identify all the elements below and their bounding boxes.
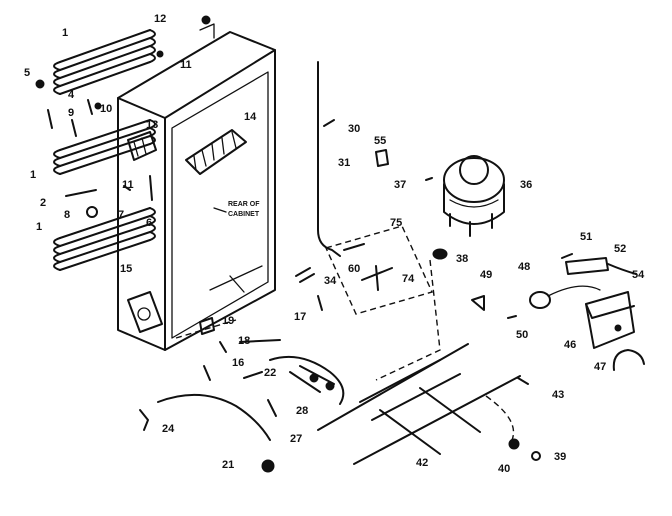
callout-label: 54 (632, 269, 645, 281)
drain-tube (157, 393, 271, 441)
callout-label: 14 (244, 111, 257, 123)
callout-label: 2 (40, 197, 46, 209)
callout-label: 38 (456, 253, 468, 265)
retaining-clip (612, 349, 645, 371)
callout-label: 46 (564, 339, 576, 351)
callout-label: 40 (498, 463, 510, 475)
callout-label: 74 (402, 273, 415, 285)
callout-label: 55 (374, 135, 386, 147)
callout-label: 4 (68, 89, 75, 101)
evaporator-coil-top (53, 29, 156, 95)
callout-label: 49 (480, 269, 492, 281)
callout-labels: 1 12 11 5 4 10 9 13 14 30 55 31 1 11 37 … (24, 13, 645, 475)
callout-label: 16 (232, 357, 244, 369)
callout-label: 51 (580, 231, 592, 243)
callout-label: 43 (552, 389, 564, 401)
callout-label: 50 (516, 329, 528, 341)
callout-label: 17 (294, 311, 306, 323)
callout-label: 28 (296, 405, 308, 417)
callout-label: 24 (162, 423, 175, 435)
callout-label: 1 (30, 169, 36, 181)
relay-overload (529, 257, 637, 309)
rear-of-cabinet-note: REAR OF CABINET (213, 201, 260, 218)
drain-line (175, 319, 237, 339)
callout-label: 47 (594, 361, 606, 373)
callout-label: 18 (238, 335, 250, 347)
callout-label: 21 (222, 459, 234, 471)
callout-label: 30 (348, 123, 360, 135)
callout-label: 8 (64, 209, 70, 221)
callout-label: 52 (614, 243, 626, 255)
callout-label: 7 (118, 209, 124, 221)
callout-label: 39 (554, 451, 566, 463)
callout-label: 13 (146, 119, 158, 131)
condenser-assembly-box (325, 225, 433, 315)
callout-label: 5 (24, 67, 30, 79)
small-hardware (35, 15, 573, 473)
callout-label: 31 (338, 157, 350, 169)
callout-label: 6 (146, 217, 152, 229)
callout-label: 15 (120, 263, 132, 275)
capillary-tube (317, 61, 341, 257)
grommet (432, 248, 448, 260)
callout-label: 75 (390, 217, 402, 229)
callout-label: 1 (62, 27, 68, 39)
callout-label: 48 (518, 261, 530, 273)
callout-label: 11 (122, 179, 134, 191)
callout-label: 60 (348, 263, 360, 275)
rear-note-line-1: REAR OF (228, 201, 260, 208)
rear-note-line-2: CABINET (228, 211, 260, 218)
callout-label: 22 (264, 367, 276, 379)
refrigerant-line-2 (485, 395, 515, 441)
controls-cluster (239, 339, 345, 417)
evaporator-coil-bottom (53, 207, 156, 271)
evaporator-coil-middle (53, 119, 156, 175)
compressor (443, 155, 505, 237)
callout-label: 34 (324, 275, 337, 287)
callout-label: 42 (416, 457, 428, 469)
callout-label: 36 (520, 179, 532, 191)
callout-label: 19 (222, 315, 234, 327)
refrigerant-line (375, 259, 441, 381)
base-frame (317, 343, 521, 465)
callout-label: 1 (36, 221, 42, 233)
callout-label: 27 (290, 433, 302, 445)
callout-label: 9 (68, 107, 74, 119)
terminal-cover (585, 291, 635, 349)
callout-label: 10 (100, 103, 112, 115)
cabinet-liner (117, 23, 276, 351)
callout-label: 12 (154, 13, 166, 25)
callout-label: 37 (394, 179, 406, 191)
callout-label: 11 (180, 59, 192, 71)
